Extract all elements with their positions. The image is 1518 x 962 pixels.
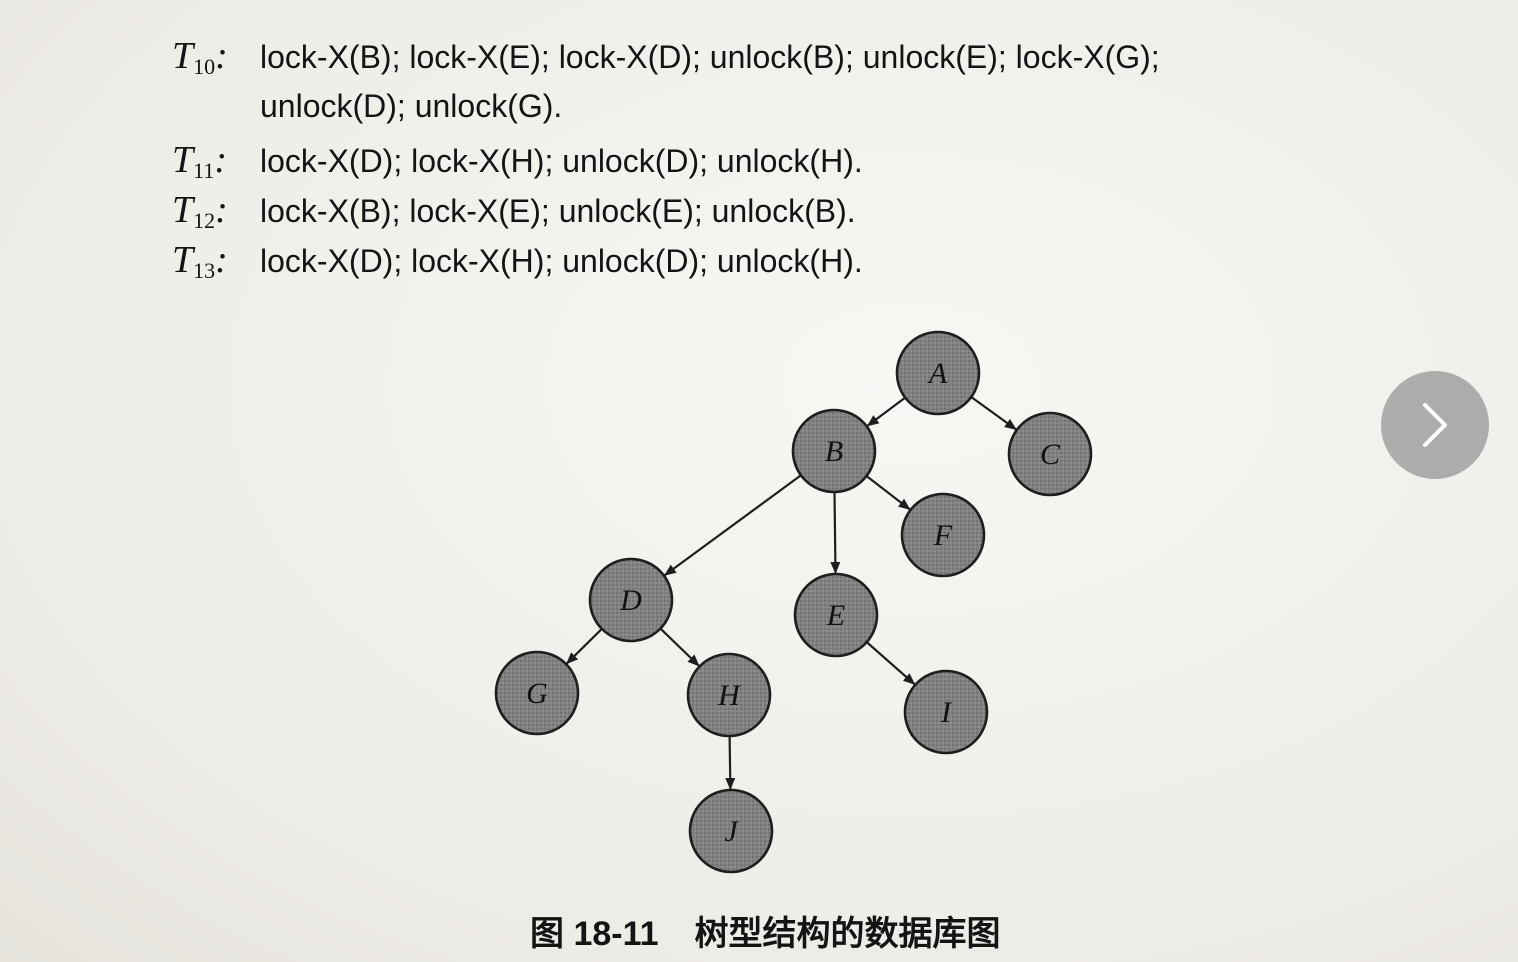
transaction-ops: lock-X(B); lock-X(E); lock-X(D); unlock(… xyxy=(260,39,1160,75)
tree-node-h: H xyxy=(686,652,772,738)
tree-node-circle xyxy=(900,492,986,578)
tree-node-e: E xyxy=(793,572,879,658)
tree-edge-b-e xyxy=(830,491,841,575)
tree-node-c: C xyxy=(1007,411,1093,497)
tree-node-circle xyxy=(903,669,989,755)
tree-node-label: C xyxy=(1040,438,1061,471)
transaction-name: T12: xyxy=(172,189,228,233)
tree-node-j: J xyxy=(688,788,774,874)
transaction-line-t10: T10: lock-X(B); lock-X(E); lock-X(D); unl… xyxy=(172,36,1160,87)
tree-node-circle xyxy=(895,330,981,416)
transaction-name: T13: xyxy=(172,239,228,283)
tree-node-label: H xyxy=(717,679,742,712)
tree-node-b: B xyxy=(791,408,877,494)
next-page-button[interactable] xyxy=(1381,371,1489,479)
transaction-ops: lock-X(D); lock-X(H); unlock(D); unlock(… xyxy=(260,143,863,179)
figure-caption: 图 18-11 树型结构的数据库图 xyxy=(530,906,1001,955)
tree-node-i: I xyxy=(903,669,989,755)
tree-node-label: G xyxy=(526,677,548,710)
transaction-line-t10-cont: unlock(D); unlock(G). xyxy=(260,88,563,124)
transaction-line-t12: T12: lock-X(B); lock-X(E); unlock(E); unl… xyxy=(172,190,856,241)
tree-edge-d-h xyxy=(659,627,700,667)
tree-node-label: I xyxy=(940,696,953,729)
chevron-right-icon xyxy=(1423,403,1447,447)
tree-node-label: D xyxy=(619,584,642,617)
tree-edge-b-f xyxy=(865,475,911,511)
transaction-ops: lock-X(B); lock-X(E); unlock(E); unlock(… xyxy=(260,193,856,229)
tree-node-circle xyxy=(1007,411,1093,497)
tree-node-label: B xyxy=(825,435,843,468)
tree-node-f: F xyxy=(900,492,986,578)
tree-edge-e-i xyxy=(866,641,916,686)
transaction-line-t11: T11: lock-X(D); lock-X(H); unlock(D); unl… xyxy=(172,140,863,191)
tree-node-circle xyxy=(793,572,879,658)
tree-node-label: E xyxy=(826,599,845,632)
tree-node-circle xyxy=(588,557,674,643)
tree-edge-d-g xyxy=(566,628,603,665)
tree-edge-b-d xyxy=(664,474,802,577)
transaction-name: T11: xyxy=(172,139,227,183)
tree-node-circle xyxy=(494,650,580,736)
tree-edge-h-j xyxy=(725,735,736,791)
transaction-line-t13: T13: lock-X(D); lock-X(H); unlock(D); unl… xyxy=(172,240,863,291)
tree-node-label: F xyxy=(933,519,953,552)
tree-node-d: D xyxy=(588,557,674,643)
transaction-name: T10: xyxy=(172,35,228,79)
tree-edge-a-b xyxy=(866,396,906,427)
transaction-ops: lock-X(D); lock-X(H); unlock(D); unlock(… xyxy=(260,243,863,279)
figure-number: 图 18-11 xyxy=(530,915,659,953)
tree-node-label: J xyxy=(724,815,739,848)
tree-node-circle xyxy=(791,408,877,494)
tree-edge-a-c xyxy=(970,396,1017,431)
tree-node-label: A xyxy=(927,357,948,390)
tree-node-circle xyxy=(688,788,774,874)
tree-node-circle xyxy=(686,652,772,738)
tree-node-g: G xyxy=(494,650,580,736)
tree-node-a: A xyxy=(895,330,981,416)
figure-title: 树型结构的数据库图 xyxy=(694,914,1001,954)
